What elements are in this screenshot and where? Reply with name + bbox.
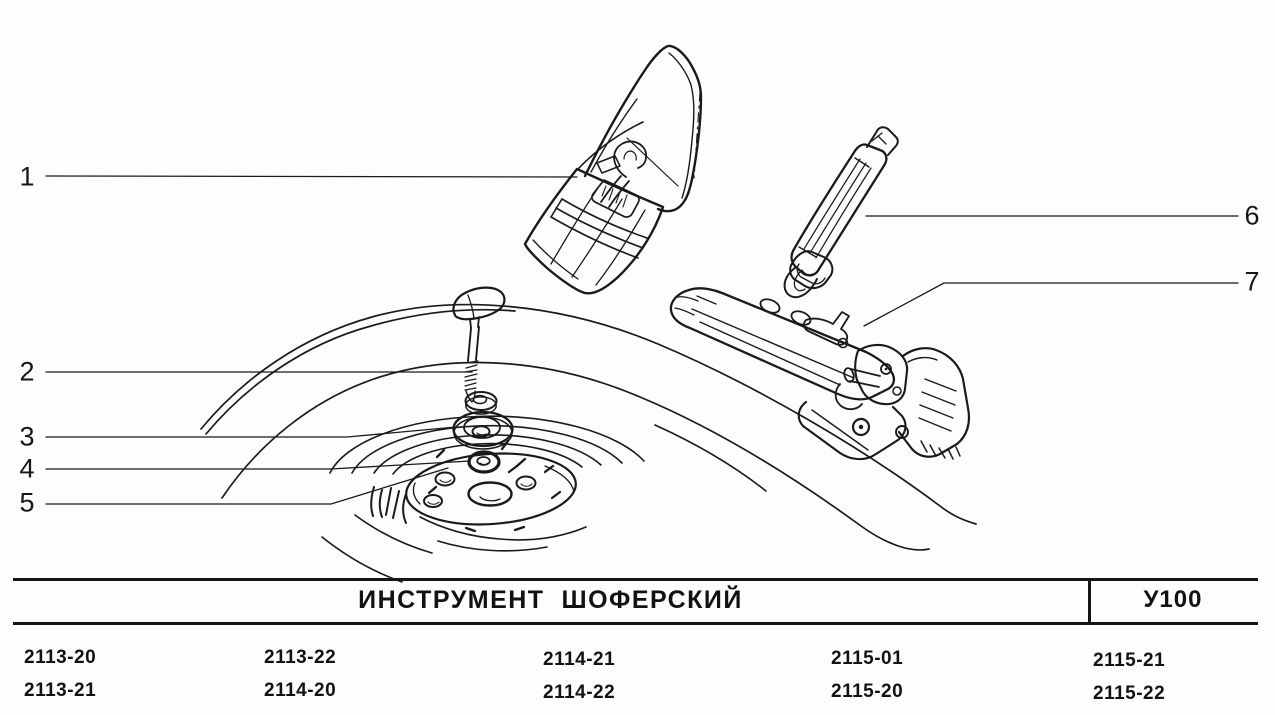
jack-fold-line-2 (699, 321, 841, 386)
figure-title: ИНСТРУМЕНТ ШОФЕРСКИЙ (358, 585, 743, 614)
model-code: 2115-21 (1093, 650, 1166, 671)
handle-body-outline (790, 143, 888, 277)
title-block-top-rule (13, 578, 1258, 581)
bag-body-outline (523, 167, 665, 295)
jack-hole-2 (790, 310, 812, 326)
jack-pivot-bolt (880, 363, 892, 375)
handle-ribs (803, 158, 872, 259)
bag-strap-band (550, 198, 648, 259)
leader-line-7 (863, 282, 1239, 327)
model-code: 2114-21 (543, 649, 616, 670)
model-code: 2115-20 (831, 681, 904, 702)
disc-step-left (412, 482, 421, 505)
wheel-well-arcs (200, 303, 977, 551)
jack-base-fold (811, 409, 869, 451)
tool-bag-drawing (523, 44, 703, 295)
wrench-in-bag (600, 140, 648, 208)
handle-drawing (783, 126, 899, 299)
bag-flap-crease (626, 137, 679, 187)
jack-drawing (669, 250, 971, 461)
jack-foot (897, 347, 971, 460)
figure-code: У100 (1143, 586, 1203, 613)
wheel-disc (405, 439, 577, 533)
model-code: 2114-20 (264, 680, 337, 701)
jack-base-dot (858, 424, 864, 430)
leader-lines (45, 175, 1239, 505)
jack-slot-bolt (837, 337, 849, 349)
bolt-threads (464, 360, 479, 391)
jack-pivot-dot (884, 367, 888, 371)
bag-hem-line (532, 239, 579, 280)
well-hatch-marks (370, 486, 407, 524)
title-block-divider (1088, 578, 1091, 625)
title-block-bottom-rule (13, 621, 1258, 625)
callout-6: 6 (1244, 200, 1260, 231)
bolt-knob (452, 286, 506, 321)
bag-flap-stitch (693, 91, 701, 179)
jack-base-hole-2 (895, 425, 909, 439)
jack-fold-line-1 (691, 308, 855, 379)
handle-bottom-loop (783, 266, 818, 299)
jack-tip-detail (674, 295, 717, 316)
handle-top-clip (866, 126, 899, 156)
handle-end-lines (798, 157, 870, 258)
model-code: 2115-01 (831, 648, 904, 669)
bag-flap-left-inner (590, 98, 638, 173)
model-code: 2114-22 (543, 682, 616, 703)
bag-flap-inner-edge (668, 52, 695, 199)
callout-1: 1 (19, 161, 35, 192)
jack-base-outline (797, 400, 907, 461)
callout-3: 3 (19, 421, 35, 452)
disc-center-hole-shade (479, 496, 501, 502)
jack-body-outline (669, 287, 896, 401)
model-code: 2113-22 (264, 647, 337, 668)
jack-bracket-hole (892, 386, 902, 396)
model-code: 2113-21 (24, 680, 97, 701)
ribbed-handle-in-bag (591, 179, 640, 218)
callout-2: 2 (19, 356, 35, 387)
disc-bolt-holes (423, 471, 537, 508)
disc-outline (405, 452, 577, 526)
model-code: 2113-20 (24, 647, 97, 668)
tire-lower-edge (419, 516, 587, 552)
disc-deco-dashes (427, 439, 562, 533)
leader-line-4 (45, 460, 471, 470)
callout-4: 4 (19, 453, 35, 484)
model-code: 2115-22 (1093, 683, 1166, 704)
hub-nut-washer (467, 450, 501, 474)
jack-foot-serration (920, 440, 961, 460)
bolt-shaft (467, 326, 480, 362)
leader-line-5 (45, 467, 449, 505)
jack-pin (834, 367, 881, 411)
leader-line-1 (45, 175, 578, 178)
disc-center-hole (467, 481, 513, 507)
jack-base-hole-1 (851, 417, 871, 437)
bolt-neck (469, 316, 480, 329)
bag-flap-outline (583, 44, 703, 213)
small-tool-in-bag (596, 155, 621, 174)
callout-5: 5 (19, 487, 35, 518)
cup-washer (452, 410, 514, 450)
bolt-knob-detail (467, 294, 475, 319)
jack-slot (803, 311, 850, 346)
jack-pivot-bracket (854, 343, 909, 406)
bag-mouth-back-edge (576, 121, 644, 171)
bolt-washer (464, 391, 498, 415)
jack-hole-1 (759, 298, 781, 314)
spare-wheel-drawing (200, 286, 977, 583)
leader-line-3 (45, 426, 457, 438)
callout-7: 7 (1244, 266, 1260, 297)
